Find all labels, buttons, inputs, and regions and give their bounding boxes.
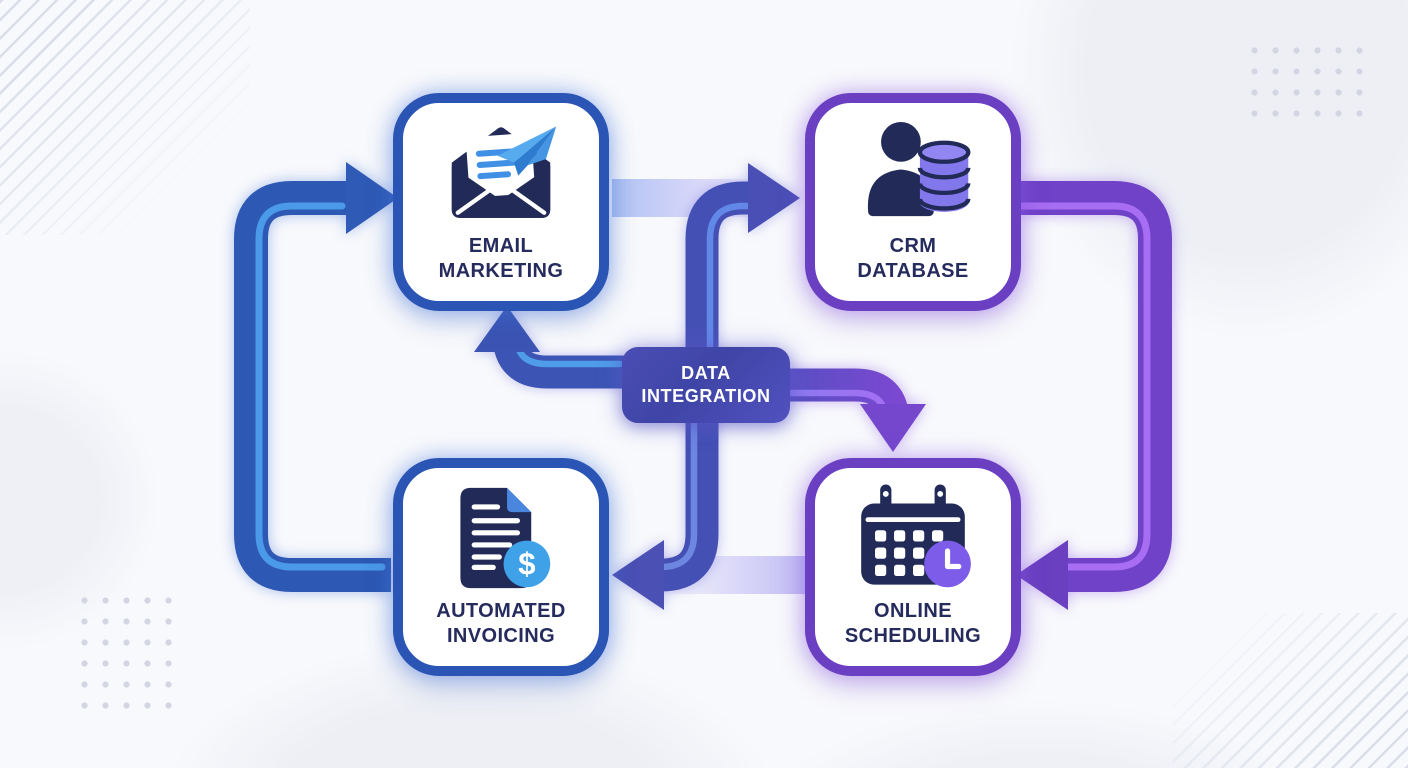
clock-hands xyxy=(944,548,962,570)
label-line-2: MARKETING xyxy=(438,260,564,282)
label-line-1: AUTOMATED xyxy=(436,600,566,622)
arrowhead-into-crm-left xyxy=(748,163,800,233)
pipe-inner-stripe xyxy=(706,202,756,356)
paper-plane-icon xyxy=(497,126,557,176)
node-online-scheduling: ONLINE SCHEDULING xyxy=(805,458,1021,676)
pipe-badge-to-email xyxy=(474,306,626,389)
node-label-email-marketing: EMAIL MARKETING xyxy=(439,234,564,284)
arrowhead-into-scheduling-right xyxy=(1016,540,1068,610)
dollar-glyph: $ xyxy=(518,546,535,581)
pipe-crm-to-scheduling xyxy=(1016,181,1172,610)
node-email-marketing: EMAIL MARKETING xyxy=(393,93,609,311)
node-automated-invoicing: $ AUTOMATED INVOICING xyxy=(393,458,609,676)
pipe-badge-to-scheduling xyxy=(786,368,926,452)
node-label-crm-database: CRM DATABASE xyxy=(857,234,968,284)
node-label-automated-invoicing: AUTOMATED INVOICING xyxy=(436,599,566,649)
pipe-invoicing-to-email xyxy=(234,162,398,592)
label-line-1: CRM xyxy=(889,235,937,257)
label-line-2: DATABASE xyxy=(857,260,969,282)
node-label-online-scheduling: ONLINE SCHEDULING xyxy=(845,599,981,649)
arrowhead-into-email-bottom xyxy=(474,306,540,352)
database-cylinder xyxy=(917,140,971,212)
arrowhead-into-invoicing-right xyxy=(612,540,664,610)
arrowhead-into-email-left xyxy=(346,162,398,234)
label-line-1: ONLINE xyxy=(874,600,952,622)
pipe-inner-stripe xyxy=(1018,202,1151,571)
dollar-circle xyxy=(503,540,551,588)
node-crm-database: CRM DATABASE xyxy=(805,93,1021,311)
label-line-2: SCHEDULING xyxy=(844,625,982,647)
folded-corner xyxy=(507,487,532,513)
pipe-inner-stripe xyxy=(255,202,386,571)
label-line-2: INVOICING xyxy=(446,625,556,647)
label-line-1: EMAIL xyxy=(468,235,534,257)
badge-line-2: INTEGRATION xyxy=(641,386,771,406)
data-integration-badge: DATA INTEGRATION xyxy=(622,347,790,423)
calendar-clock-icon xyxy=(861,484,971,588)
badge-line-1: DATA xyxy=(681,363,731,383)
invoice-dollar-icon: $ xyxy=(460,487,551,589)
user-database-icon xyxy=(867,122,971,217)
arrowhead-into-scheduling-top xyxy=(860,404,926,452)
envelope-send-icon xyxy=(451,126,557,218)
